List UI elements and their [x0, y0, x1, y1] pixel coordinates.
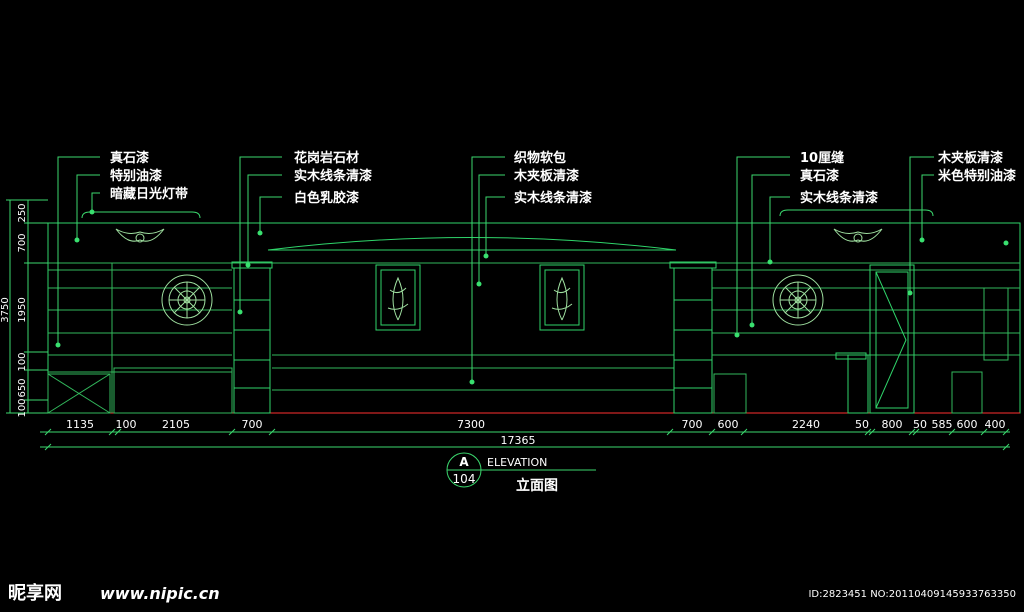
- watermark-url: www.nipic.cn: [100, 584, 220, 603]
- title-label: ELEVATION: [487, 456, 547, 469]
- left-rosette: [161, 274, 213, 326]
- dim-tick: [708, 428, 716, 436]
- title-number: 104: [453, 472, 476, 486]
- callout-label: 米色特别油漆: [938, 168, 1016, 184]
- watermark: 昵享网 www.nipic.cn ID:2823451 NO:201104091…: [8, 582, 1016, 604]
- dim-label: 100: [17, 398, 28, 417]
- callout-label: 实木线条清漆: [294, 168, 372, 184]
- dim-tick: [1002, 443, 1010, 451]
- dim-label: 50: [855, 418, 869, 431]
- dim-tick: [864, 428, 872, 436]
- dim-label: 1950: [17, 297, 28, 322]
- left-ceiling-ornament: [115, 228, 165, 243]
- title-cn: 立面图: [516, 477, 558, 494]
- wall-outline: [47, 222, 1021, 414]
- dim-tick: [44, 428, 52, 436]
- callout-label: 木夹板清漆: [513, 168, 579, 184]
- dim-label: 600: [718, 418, 739, 431]
- dim-label: 7300: [457, 418, 485, 431]
- watermark-logo: 昵享网: [8, 582, 62, 604]
- dim-label: 1135: [66, 418, 94, 431]
- dim-tick: [1002, 428, 1010, 436]
- callouts-left: 真石漆 特别油漆 暗藏日光灯带: [55, 150, 201, 348]
- watermark-id: ID:2823451 NO:20110409145933763350: [808, 589, 1016, 600]
- left-column: [231, 261, 273, 414]
- dim-tick: [666, 428, 674, 436]
- dim-tick: [868, 428, 876, 436]
- dim-tick: [740, 428, 748, 436]
- dim-label: 2240: [792, 418, 820, 431]
- dim-label: 800: [882, 418, 903, 431]
- callout-label: 真石漆: [110, 150, 149, 166]
- callout-label: 木夹板清漆: [937, 150, 1003, 166]
- dim-label: 650: [17, 378, 28, 397]
- callout-label: 暗藏日光灯带: [110, 186, 188, 202]
- dim-label: 700: [242, 418, 263, 431]
- overall-height-label: 3750: [0, 297, 11, 322]
- callout-label: 实木线条清漆: [514, 190, 592, 206]
- dim-label: 250: [17, 203, 28, 222]
- dim-label: 100: [116, 418, 137, 431]
- center-section: [267, 237, 677, 391]
- callouts-right-a: 10厘缝 真石漆 实木线条清漆: [734, 150, 934, 338]
- callout-label: 白色乳胶漆: [294, 190, 359, 206]
- right-rosette: [772, 274, 824, 326]
- callout-label: 织物软包: [514, 150, 566, 166]
- dim-label: 100: [17, 352, 28, 371]
- left-panel: [47, 263, 233, 414]
- dim-tick: [44, 443, 52, 451]
- dim-label: 2105: [162, 418, 190, 431]
- callout-label: 花岗岩石材: [294, 150, 359, 166]
- dim-tick: [108, 428, 116, 436]
- callout-label: 特别油漆: [110, 168, 162, 184]
- dim-label: 585: [932, 418, 953, 431]
- title-block: A 104 ELEVATION 立面图: [446, 452, 596, 494]
- callout-label: 真石漆: [800, 168, 839, 184]
- right-column: [669, 261, 717, 414]
- dim-label: 50: [913, 418, 927, 431]
- dim-tick: [908, 428, 916, 436]
- dim-tick: [948, 428, 956, 436]
- callout-label: 实木线条清漆: [800, 190, 878, 206]
- title-letter: A: [459, 455, 469, 469]
- vertical-dimensions: 250 700 1950 100 650 100 3750: [0, 199, 48, 418]
- dim-tick: [114, 428, 122, 436]
- dim-tick: [980, 428, 988, 436]
- dim-label: 700: [682, 418, 703, 431]
- dim-tick: [912, 428, 920, 436]
- callouts-right-b: 木夹板清漆 米色特别油漆: [907, 150, 1016, 296]
- dim-label: 600: [957, 418, 978, 431]
- callouts-center: 织物软包 木夹板清漆 实木线条清漆: [469, 150, 592, 385]
- callouts-center-left: 花岗岩石材 实木线条清漆 白色乳胶漆: [237, 150, 372, 315]
- overall-width-label: 17365: [501, 434, 536, 447]
- dim-tick: [268, 428, 276, 436]
- dim-label: 400: [985, 418, 1006, 431]
- dim-label: 700: [17, 233, 28, 252]
- dim-tick: [228, 428, 236, 436]
- right-panel: [712, 264, 1020, 414]
- right-ceiling-ornament: [833, 228, 883, 243]
- horizontal-dimensions: 1135 100 2105 700 7300 700 600 2240 50 8…: [40, 418, 1010, 451]
- callout-label: 10厘缝: [800, 150, 844, 166]
